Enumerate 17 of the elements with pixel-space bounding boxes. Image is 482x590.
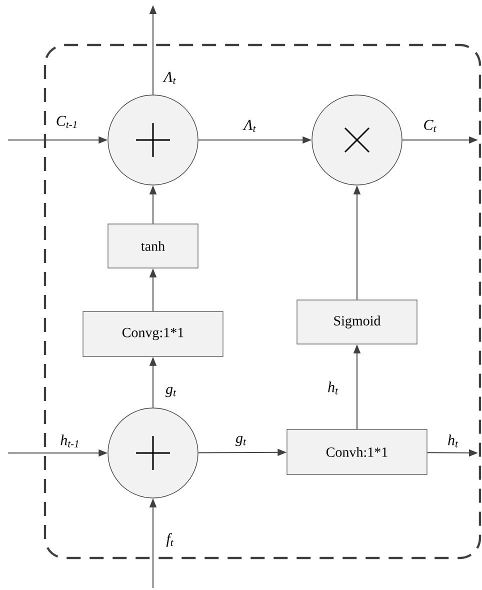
edge-label: C$_{t-1}$ <box>56 116 76 128</box>
process-box: Sigmoid <box>296 300 418 344</box>
operator-circle <box>108 94 198 186</box>
edge-label: h$_{t}$ <box>448 434 458 448</box>
edge-label: g$_{t}$ <box>236 436 246 446</box>
operator-circle <box>108 408 198 498</box>
edge-label: h$_{t-1}$ <box>60 434 78 448</box>
edge-label: C$_{t}$ <box>424 120 436 132</box>
edge-label: Λ$_{t}$ <box>162 72 176 84</box>
edge-label: h$_{t}$ <box>328 382 338 394</box>
edge-label: Λ$_{t}$ <box>242 120 256 132</box>
edge-label: f$_{t}$ <box>166 533 174 547</box>
process-box: Convg:1*1 <box>82 311 224 357</box>
process-box: tanh <box>108 224 198 268</box>
edge-label: g$_{t}$ <box>166 386 176 398</box>
operator-circle <box>312 94 402 186</box>
process-box: Convh:1*1 <box>286 429 428 475</box>
